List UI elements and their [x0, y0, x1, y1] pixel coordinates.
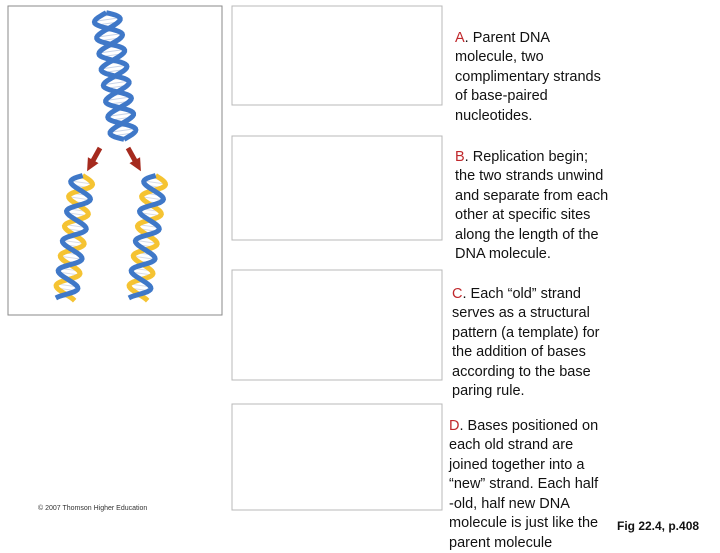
panel-c-caption: C. Each “old” strand serves as a structu…: [452, 265, 600, 402]
dna-replication-diagram: GCTAATCGGCTAATCGGCCGTAATATTACGGCGCGCTATA…: [7, 5, 443, 511]
parent-helix-rung: [110, 128, 136, 133]
panel-c-text: . Each “old” strand serves as a structur…: [452, 285, 600, 400]
right-arrow-head: [129, 157, 141, 172]
panel-a-letter: A: [455, 29, 465, 46]
helix-panel-frame: [7, 5, 223, 316]
parent-helix-rung: [101, 64, 127, 70]
parent-helix: [91, 10, 139, 142]
parent-helix-rung: [107, 112, 134, 117]
parent-helix-rung: [94, 17, 120, 22]
panel-a-text: . Parent DNA molecule, two complimentary…: [455, 29, 601, 124]
parent-helix-rung: [96, 33, 123, 38]
panel-b-text: . Replication begin; the two strands unw…: [455, 148, 609, 263]
figure-reference: Fig 22.4, p.408: [617, 519, 700, 533]
right-arrow: [125, 146, 141, 172]
daughter-helix-right-rung: [141, 196, 164, 201]
panel-a-caption: A. Parent DNA molecule, two complimentar…: [455, 9, 601, 126]
daughter-helix-left-rung: [60, 255, 83, 260]
left-arrow-head: [87, 157, 99, 172]
panel-d-letter: D: [449, 417, 460, 434]
figure: GCTAATCGGCTAATCGGCCGTAATATTACGGCGCGCTATA…: [7, 5, 700, 551]
daughter-helix-right: [126, 173, 169, 303]
panel-b-letter: B: [455, 148, 465, 165]
daughter-helix-right-rung: [143, 180, 166, 185]
left-arrow: [87, 146, 103, 172]
panel-c-frame: [231, 269, 443, 381]
panel-c-letter: C: [452, 285, 463, 302]
panel-d-frame: [231, 403, 443, 511]
parent-helix-rung: [98, 48, 125, 54]
daughter-helix-left-rung: [70, 180, 93, 185]
panel-d-caption: D. Bases positioned on each old strand a…: [449, 397, 598, 553]
parent-helix-strand-2: [91, 10, 139, 142]
daughter-helix-left-old-strand: [54, 173, 94, 301]
panel-b-frame: [231, 135, 443, 241]
daughter-helix-right-old-strand: [127, 173, 167, 301]
panel-d-text: . Bases positioned on each old strand ar…: [449, 417, 599, 551]
parent-helix-rung: [103, 80, 129, 86]
daughter-helix-left: [53, 173, 96, 303]
copyright-notice: © 2007 Thomson Higher Education: [38, 505, 148, 512]
daughter-helix-right-rung: [135, 239, 158, 244]
parent-helix-rung: [105, 96, 132, 102]
daughter-helix-left-rung: [62, 239, 85, 244]
panel-b-caption: B. Replication begin; the two strands un…: [455, 128, 608, 265]
panel-a-frame: [231, 5, 443, 106]
daughter-helix-left-rung: [68, 196, 91, 201]
daughter-helix-right-rung: [133, 255, 156, 260]
